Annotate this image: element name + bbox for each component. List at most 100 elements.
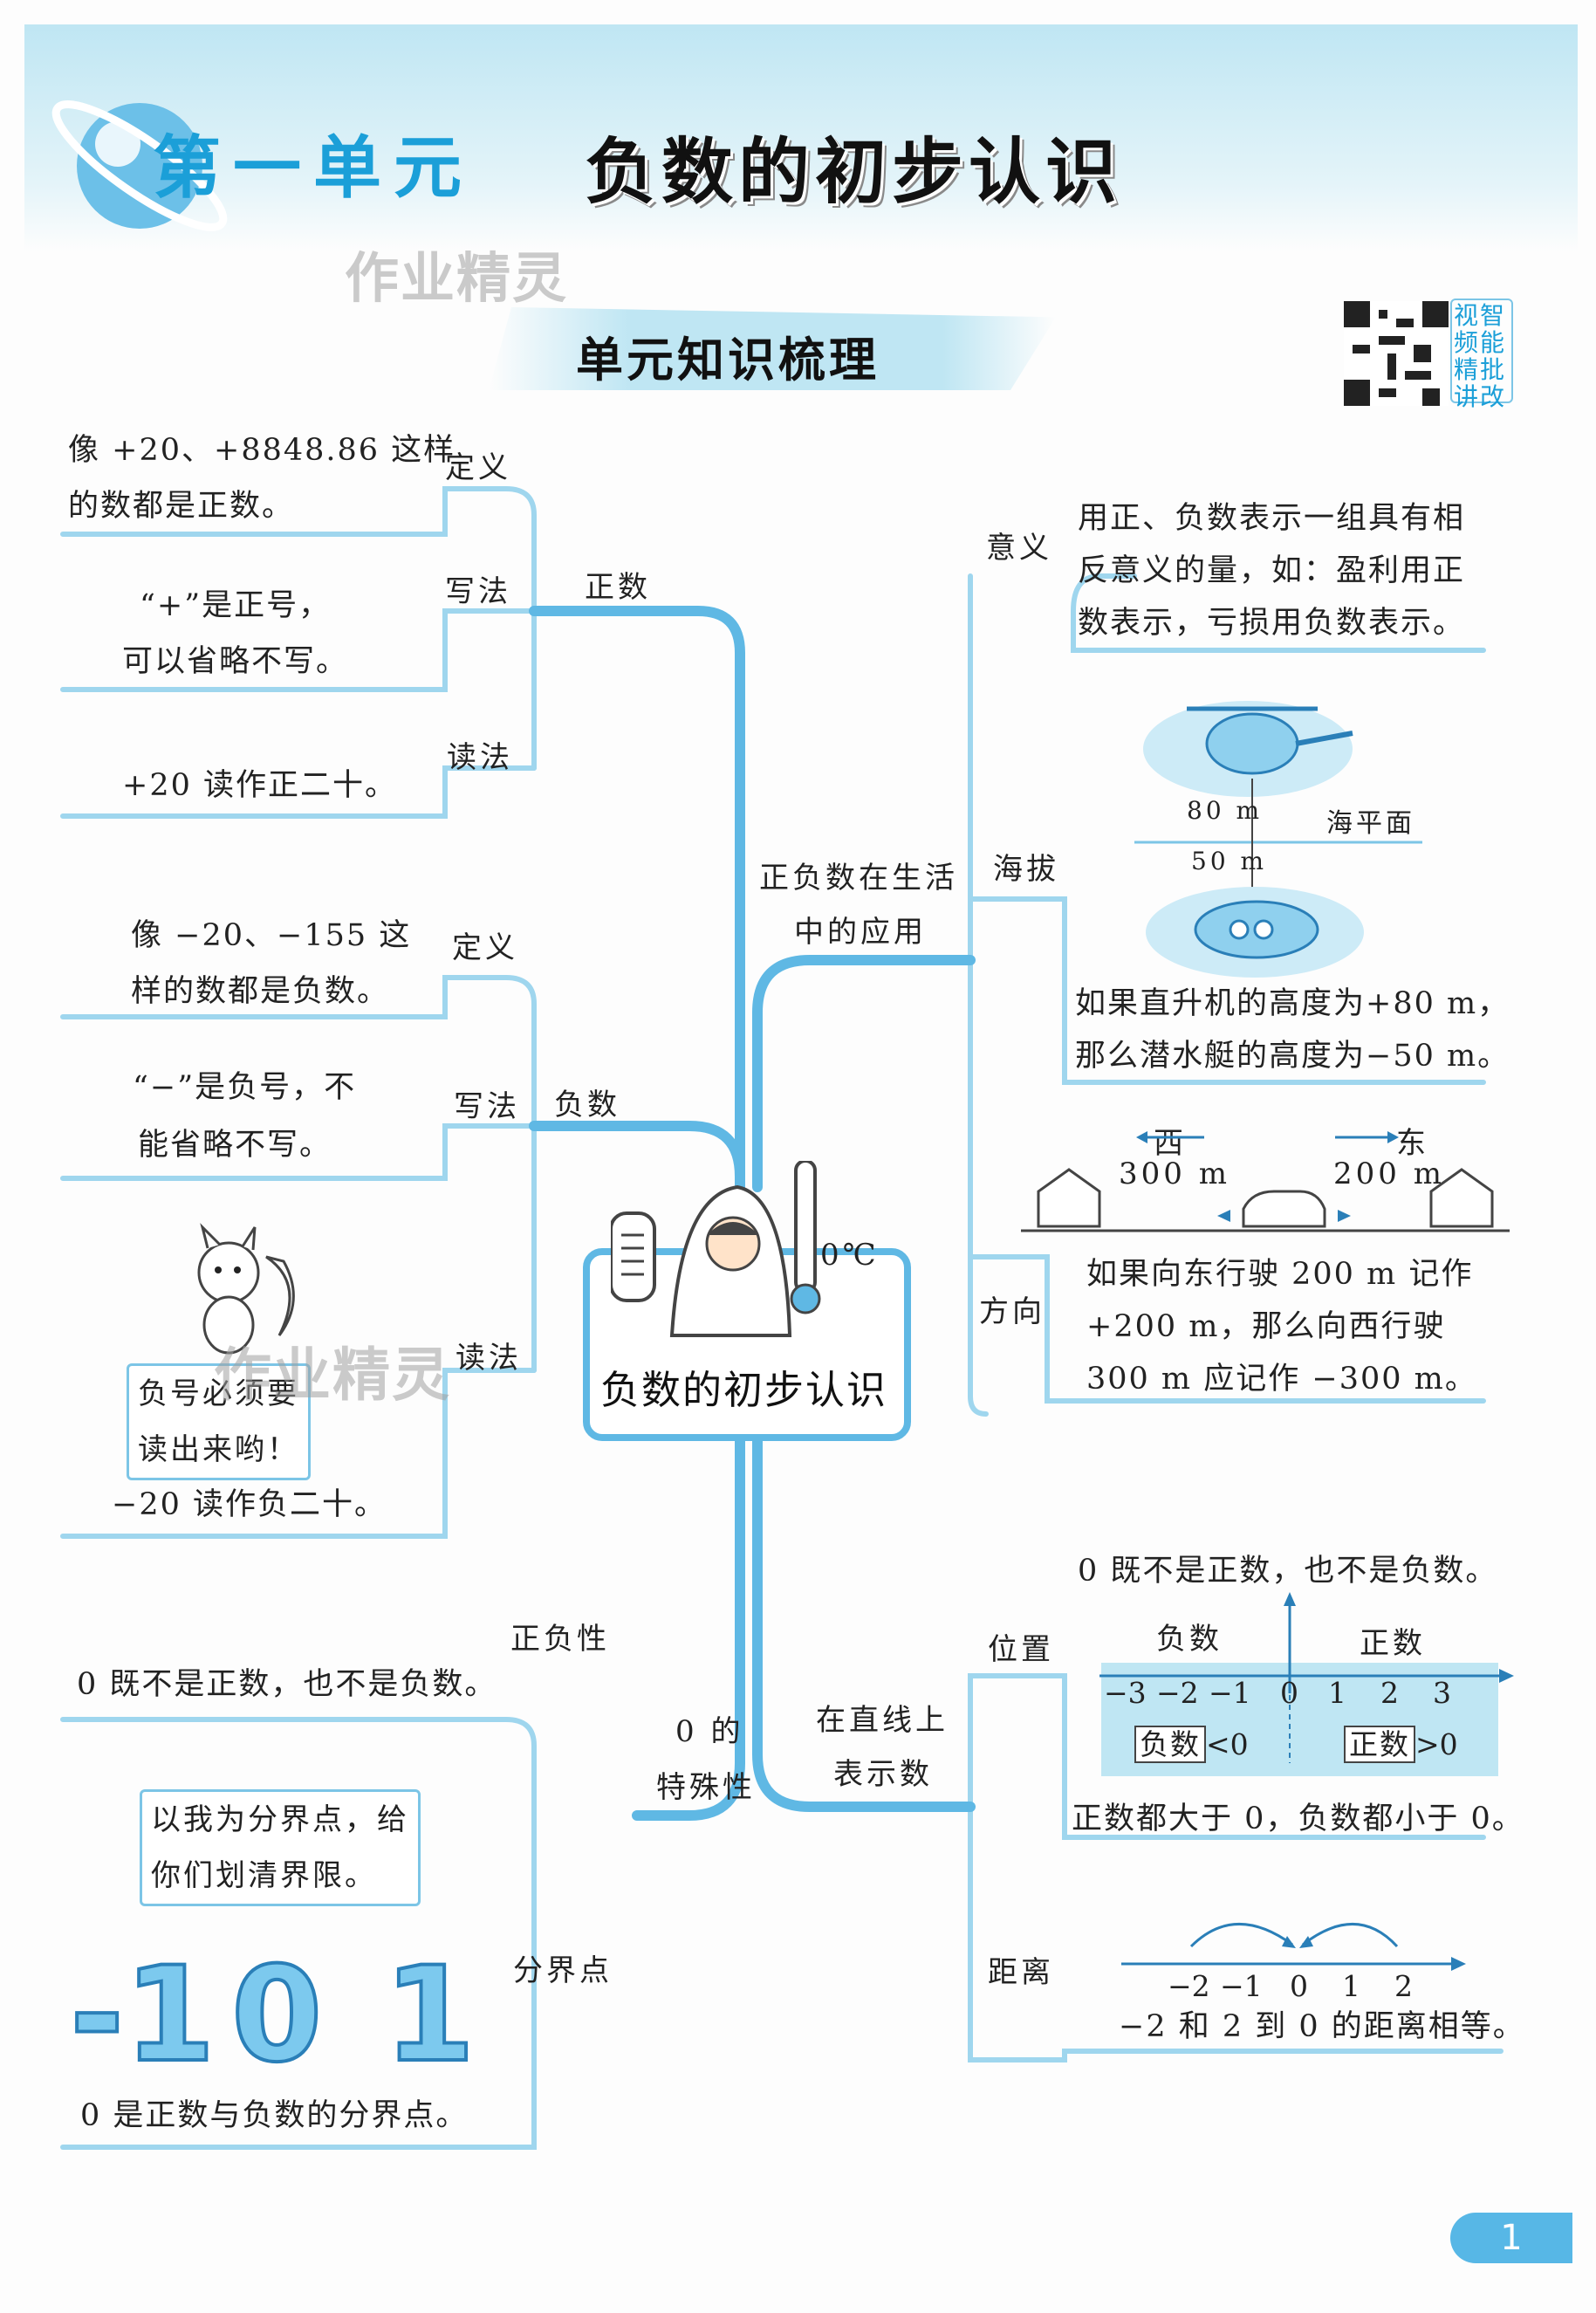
qr-code-icon[interactable] — [1344, 301, 1449, 406]
positive-definition-label: 定义 — [445, 450, 511, 485]
axis-arrowhead — [1499, 1669, 1514, 1683]
east-distance: 200 m — [1333, 1156, 1445, 1191]
east-label: 东 — [1396, 1126, 1429, 1161]
car-icon — [1242, 1190, 1326, 1228]
branch-number-line: 在直线上 表示数 — [816, 1693, 949, 1802]
branch-zero-line-1: 0 的 — [675, 1714, 744, 1749]
zero-note: 0 既不是正数，也不是负数。 — [1078, 1554, 1498, 1589]
center-node-label: 负数的初步认识 — [600, 1367, 888, 1413]
east-arrowhead — [1387, 1131, 1399, 1143]
negative-box: 负数 — [1134, 1726, 1206, 1763]
helicopter-icon — [1205, 712, 1299, 775]
branch-zero: 0 的 特殊性 — [656, 1704, 756, 1815]
west-label: 西 — [1154, 1126, 1187, 1161]
page-number: 1 — [1450, 2213, 1572, 2263]
dist-tick-neg1: −1 — [1220, 1969, 1263, 2003]
page-title: 负数的初步认识 — [585, 131, 1123, 214]
negative-writing-line-1: “−”是负号，不 — [133, 1070, 357, 1105]
direction-line-1: 如果向东行驶 200 m 记作 — [1086, 1257, 1474, 1292]
branch-life-line-2: 中的应用 — [794, 915, 927, 950]
negative-definition-line-1: 像 −20、−155 这 — [131, 918, 412, 953]
car-arrow-right — [1338, 1210, 1351, 1222]
zero-boundary-text: 0 是正数与负数的分界点。 — [80, 2098, 469, 2133]
tick-neg1: −1 — [1209, 1676, 1251, 1710]
zero-sign-text: 0 既不是正数，也不是负数。 — [77, 1667, 497, 1702]
digit-minus-one: -1 — [70, 1946, 216, 2077]
digits-illustration: -1 0 1 — [70, 1946, 476, 2077]
branch-negative: 负数 — [554, 1088, 620, 1122]
helicopter-tail — [1295, 731, 1353, 746]
squirrel-illustration — [197, 1223, 295, 1355]
number-line-1 — [1099, 1592, 1514, 1763]
altitude-line-1: 如果直升机的高度为+80 m， — [1075, 986, 1510, 1021]
unit-label: 第一单元 — [153, 129, 475, 208]
helicopter-height-label: 80 m — [1187, 796, 1264, 825]
negative-writing-label: 写法 — [454, 1089, 520, 1124]
branch-positive: 正数 — [585, 570, 651, 605]
altitude-label: 海拔 — [993, 852, 1059, 887]
negative-writing-line-2: 能省略不写。 — [138, 1128, 332, 1163]
zero-up-arrowhead — [1284, 1592, 1296, 1606]
porthole — [1253, 919, 1274, 940]
zero-sign-label: 正负性 — [510, 1622, 610, 1657]
tick-2: 2 — [1380, 1676, 1399, 1710]
positive-writing-label: 写法 — [445, 574, 511, 609]
meaning-line-1: 用正、负数表示一组具有相 — [1078, 501, 1466, 536]
dist-tick-1: 1 — [1342, 1969, 1360, 2003]
temperature-label: 0℃ — [820, 1238, 880, 1273]
altitude-line-2: 那么潜水艇的高度为−50 m。 — [1075, 1039, 1510, 1074]
digit-one: 1 — [384, 1946, 475, 2077]
west-arrowhead — [1136, 1131, 1147, 1143]
branch-line-line-1: 在直线上 — [816, 1703, 949, 1738]
branch-life-line-1: 正负数在生活 — [759, 861, 958, 896]
positive-side-label: 正数 — [1360, 1626, 1426, 1661]
positive-relation-sign: >0 — [1415, 1727, 1458, 1761]
house-east-icon — [1429, 1168, 1494, 1228]
negative-reading-bubble: 负号必须要 读出来哟！ — [127, 1363, 311, 1480]
negative-relation: 负数<0 — [1134, 1721, 1249, 1763]
planet-icon — [51, 100, 228, 231]
distance-text: −2 和 2 到 0 的距离相等。 — [1119, 2009, 1525, 2044]
zero-boundary-label: 分界点 — [513, 1953, 613, 1988]
negative-definition-line-2: 样的数都是负数。 — [131, 974, 390, 1009]
arc-right — [1302, 1923, 1399, 1948]
tick-neg3: −3 — [1104, 1676, 1147, 1710]
positive-writing-line-1: “+”是正号， — [140, 588, 332, 623]
positive-relation: 正数>0 — [1344, 1721, 1458, 1763]
dist-tick-neg2: −2 — [1168, 1969, 1210, 2003]
branch-life-application: 正负数在生活 中的应用 — [759, 851, 958, 959]
child-in-blanket-illustration — [611, 1161, 821, 1337]
watermark: 作业精灵 — [345, 246, 569, 310]
qr-caption: 视智频能精批讲改 — [1450, 299, 1513, 410]
positive-definition-line-1: 像 +20、+8848.86 这样 — [68, 433, 456, 468]
tick-0: 0 — [1280, 1676, 1298, 1710]
meaning-line-2: 反意义的量，如：盈利用正 — [1078, 553, 1466, 588]
porthole — [1229, 919, 1250, 940]
direction-line-2: +200 m，那么向西行驶 — [1086, 1309, 1446, 1344]
house-west-icon — [1037, 1168, 1101, 1228]
positive-reading-text: +20 读作正二十。 — [122, 768, 397, 803]
tick-1: 1 — [1328, 1676, 1346, 1710]
positive-reading-label: 读法 — [447, 740, 513, 775]
position-label: 位置 — [988, 1632, 1054, 1667]
negative-definition-label: 定义 — [452, 930, 518, 965]
branch-line-line-2: 表示数 — [833, 1757, 933, 1792]
negative-reading-label: 读法 — [456, 1341, 522, 1376]
zero-boundary-bubble: 以我为分界点，给 你们划清界限。 — [140, 1789, 421, 1906]
tick-neg2: −2 — [1156, 1676, 1199, 1710]
bubble-line-2: 你们划清界限。 — [151, 1858, 377, 1893]
digit-zero: 0 — [231, 1946, 322, 2077]
bubble-line-1: 负号必须要 — [138, 1376, 299, 1411]
sea-level-label: 海平面 — [1326, 808, 1415, 839]
arc-right-arrowhead — [1299, 1936, 1313, 1948]
bubble-line-2: 读出来哟！ — [138, 1432, 299, 1467]
axis-arrowhead — [1451, 1957, 1466, 1971]
tick-3: 3 — [1433, 1676, 1451, 1710]
negative-reading-text: −20 读作负二十。 — [112, 1487, 387, 1522]
meaning-label: 意义 — [986, 531, 1052, 566]
direction-line-3: 300 m 应记作 −300 m。 — [1086, 1362, 1477, 1397]
section-subtitle: 单元知识梳理 — [576, 333, 880, 388]
car-arrow-left — [1217, 1210, 1230, 1222]
positive-writing-line-2: 可以省略不写。 — [122, 644, 349, 679]
positive-box: 正数 — [1344, 1726, 1415, 1763]
